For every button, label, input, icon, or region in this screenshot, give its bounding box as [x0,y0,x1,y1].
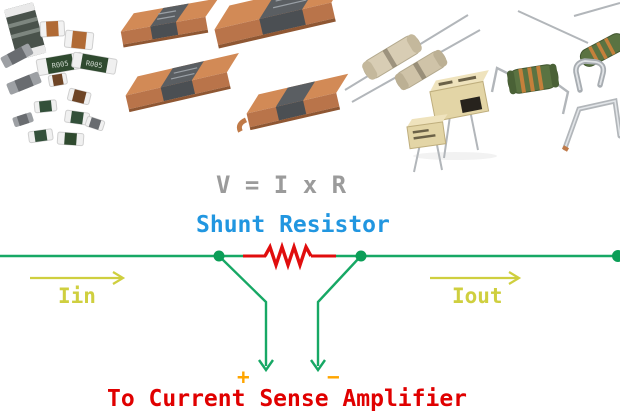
current-in-label: Iin [58,284,96,308]
smd-resistor-pile: R005 R005 [0,2,118,147]
current-out-label: Iout [452,284,503,308]
smd-chip [39,20,66,38]
smd-chip [27,128,54,144]
sense-arrowhead-right [310,359,326,373]
smd-chip [67,87,92,106]
smd-chip: R005 [35,51,85,76]
current-arrowhead-out [508,271,522,285]
copper-shunt [236,73,349,133]
smd-chip [4,2,47,61]
node-left [213,250,225,262]
ceramic-box-resistors [406,70,497,173]
smd-chip [12,112,34,127]
wirewound-resistors [490,2,620,115]
smd-chip [84,116,106,132]
smd-chip [33,99,58,114]
sense-minus-label: − [327,365,340,389]
shunt-tab [236,117,248,133]
smd-marking: R005 [51,59,69,70]
sense-tap-right [316,257,360,366]
wirewound-resistor [506,63,560,95]
sense-plus-label: + [237,365,250,389]
ceramic-resistor [406,114,448,150]
current-arrowhead-in [112,271,126,285]
node-far-right [612,250,620,262]
copper-shunt-resistors [120,0,349,133]
sense-arrowhead-left [258,359,274,373]
resistor-symbol [263,241,313,271]
sense-tap-left [220,257,268,366]
circuit-diagram [0,241,620,373]
smd-chip [0,43,34,68]
amplifier-caption: To Current Sense Amplifier [107,386,468,412]
bare-metal-shunt-loops [561,58,620,152]
copper-shunt [120,0,219,48]
smd-chip [64,109,91,126]
axial-resistor [394,49,448,91]
smd-chip [63,29,95,51]
smd-chip [56,131,85,147]
copper-shunt [125,53,239,113]
copper-shunt [214,0,347,49]
shunt-resistor-title: Shunt Resistor [196,212,390,238]
smd-chip [47,72,68,88]
smd-chip [6,71,42,95]
smd-chip: R005 [71,51,118,75]
ohms-law-formula: V = I x R [216,171,347,199]
node-right [355,250,367,262]
axial-resistor [362,34,422,80]
ceramic-resistor [429,70,490,122]
smd-marking: R005 [85,59,103,70]
axial-lead-resistors [344,14,481,103]
